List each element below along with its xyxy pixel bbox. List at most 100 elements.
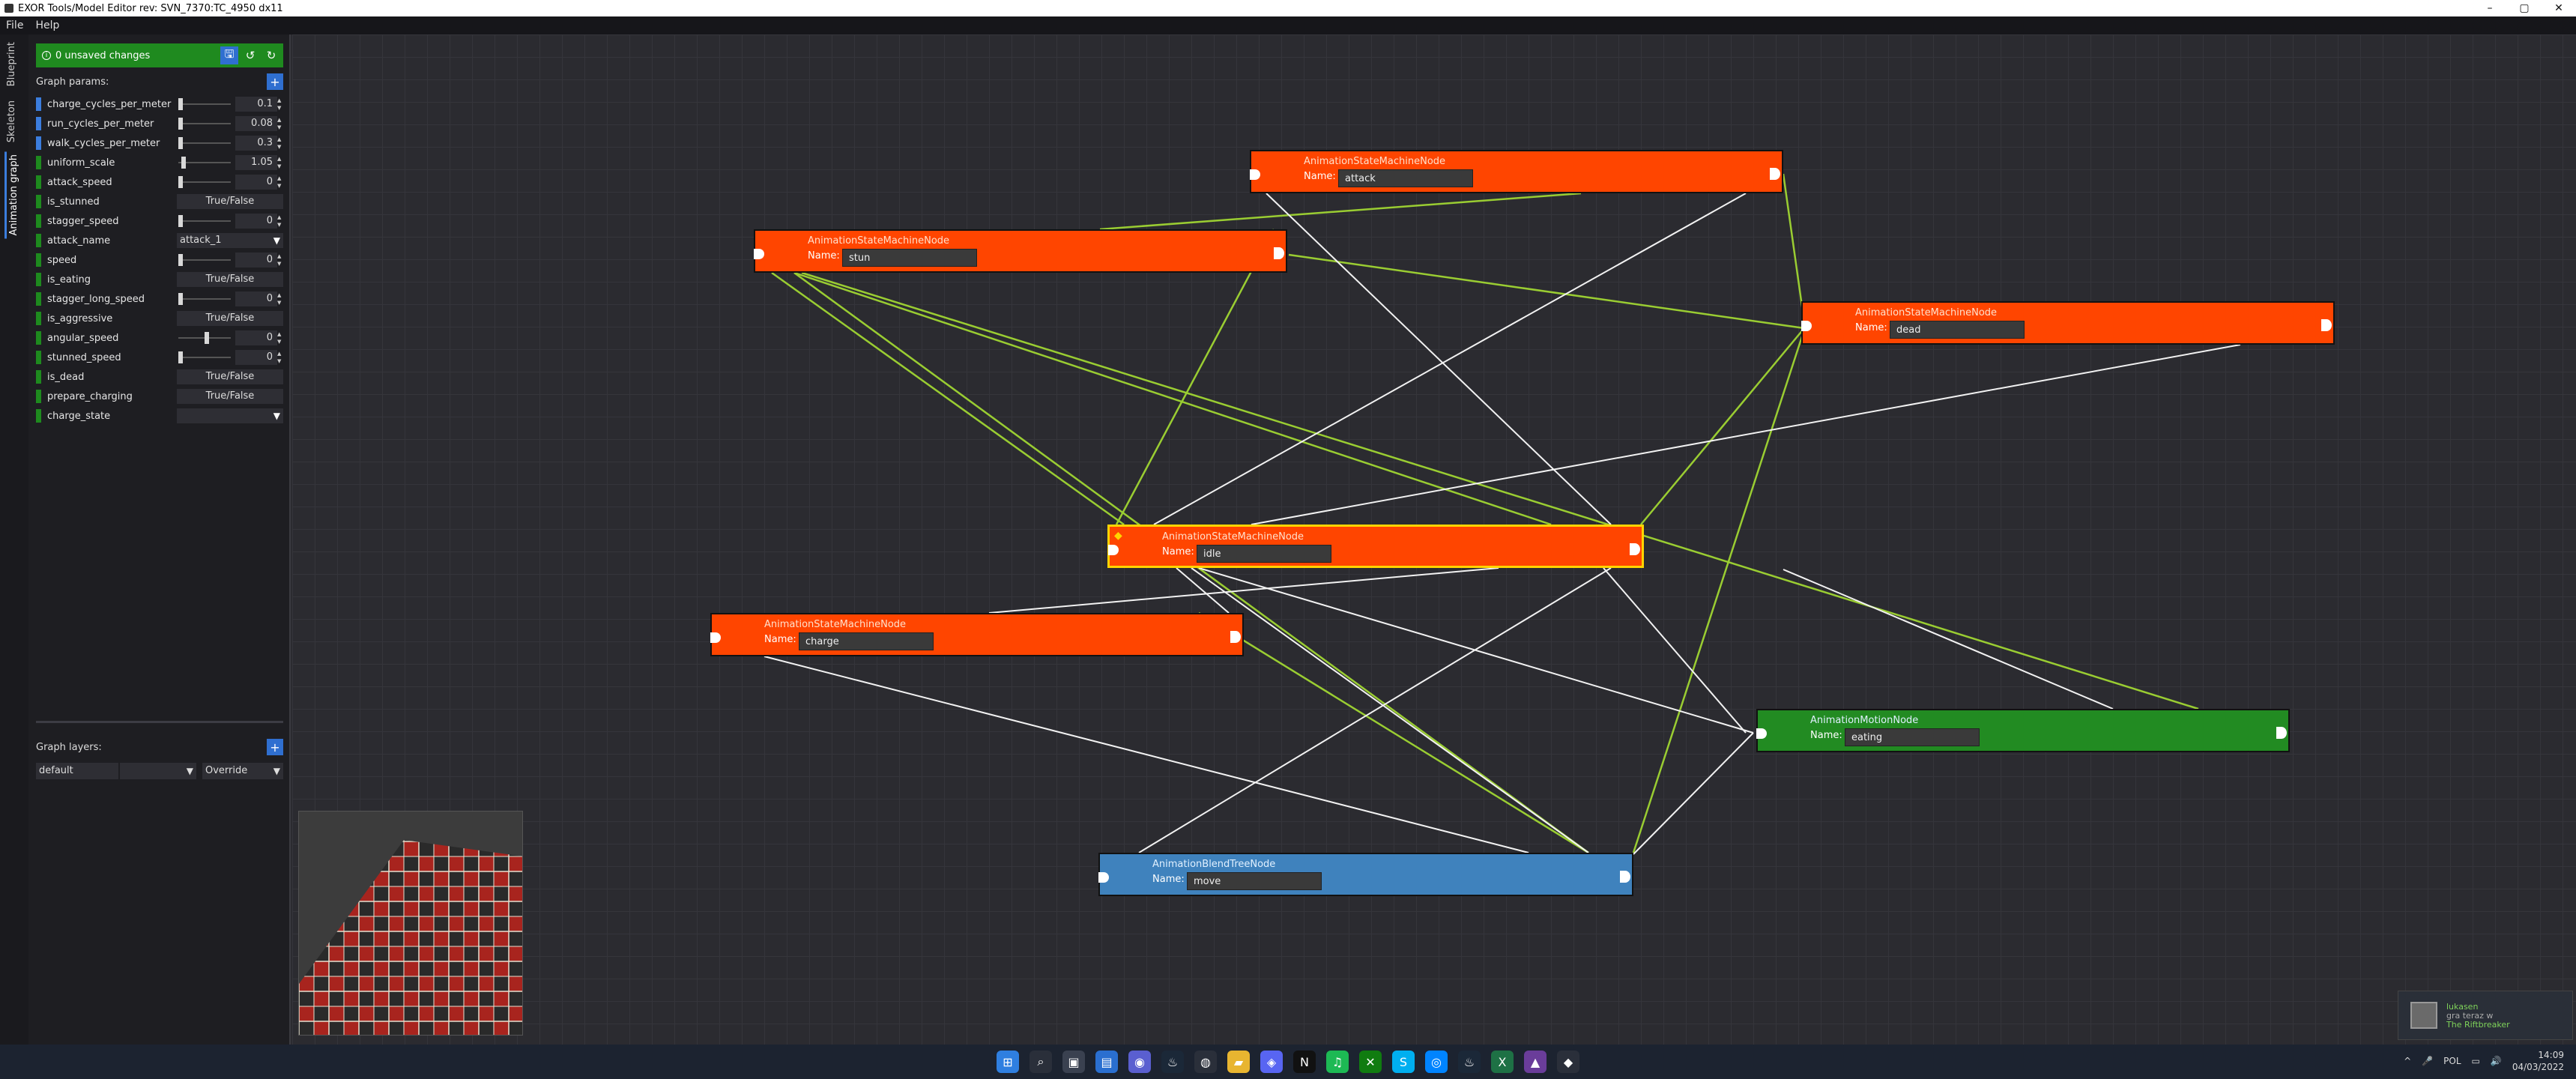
param-value-field[interactable]: 0: [235, 175, 277, 190]
add-layer-button[interactable]: +: [267, 739, 283, 755]
input-pin[interactable]: [1108, 545, 1119, 555]
slider-thumb[interactable]: [205, 332, 209, 344]
slider-thumb[interactable]: [178, 98, 183, 110]
add-param-button[interactable]: +: [267, 73, 283, 90]
slider-thumb[interactable]: [181, 157, 186, 169]
output-pin[interactable]: [2276, 727, 2287, 739]
chrome-icon[interactable]: ◍: [1194, 1051, 1217, 1073]
minimize-button[interactable]: –: [2487, 2, 2493, 14]
param-value-field[interactable]: 1.05: [235, 155, 277, 170]
param-value-field[interactable]: 0.1: [235, 97, 277, 112]
panel-divider[interactable]: [36, 721, 283, 723]
spinner-arrows-icon[interactable]: ▲▼: [277, 214, 282, 228]
xbox-icon[interactable]: ✕: [1359, 1051, 1382, 1073]
input-pin[interactable]: [1250, 169, 1260, 180]
tab-blueprint[interactable]: Blueprint: [6, 42, 17, 87]
input-pin[interactable]: [1756, 728, 1767, 739]
exor-icon[interactable]: ◆: [1557, 1051, 1579, 1073]
param-bool-toggle[interactable]: True/False: [177, 369, 283, 384]
undo-icon[interactable]: ↺: [245, 49, 256, 62]
model-preview-viewport[interactable]: [298, 811, 523, 1036]
network-icon[interactable]: ▭: [2471, 1056, 2480, 1066]
param-slider[interactable]: 0▲▼: [177, 214, 283, 229]
save-icon[interactable]: 🖫: [220, 46, 238, 64]
spinner-arrows-icon[interactable]: ▲▼: [277, 292, 282, 306]
layer-name-input[interactable]: default: [36, 763, 118, 779]
param-value-field[interactable]: 0: [235, 330, 277, 345]
spinner-arrows-icon[interactable]: ▲▼: [277, 253, 282, 267]
node-name-input[interactable]: idle: [1197, 545, 1331, 563]
param-bool-toggle[interactable]: True/False: [177, 194, 283, 209]
search-icon[interactable]: ⌕: [1030, 1051, 1052, 1073]
slider-thumb[interactable]: [178, 176, 183, 188]
param-slider[interactable]: 0.3▲▼: [177, 136, 283, 151]
maximize-button[interactable]: ▢: [2519, 2, 2530, 14]
close-button[interactable]: ✕: [2554, 2, 2563, 14]
input-pin[interactable]: [1098, 872, 1109, 883]
discord-icon[interactable]: ◈: [1260, 1051, 1283, 1073]
output-pin[interactable]: [1274, 247, 1284, 259]
node-name-input[interactable]: move: [1187, 872, 1322, 890]
node-name-input[interactable]: dead: [1890, 321, 2025, 339]
output-pin[interactable]: [1630, 543, 1640, 555]
widgets-icon[interactable]: ▤: [1095, 1051, 1118, 1073]
param-slider[interactable]: 0.1▲▼: [177, 97, 283, 112]
redo-icon[interactable]: ↻: [266, 49, 276, 62]
slider-thumb[interactable]: [178, 254, 183, 266]
node-name-input[interactable]: eating: [1845, 728, 1980, 746]
menu-help[interactable]: Help: [35, 19, 60, 31]
spinner-arrows-icon[interactable]: ▲▼: [277, 331, 282, 345]
input-pin[interactable]: [754, 249, 764, 259]
skype-icon[interactable]: S: [1392, 1051, 1415, 1073]
slider-thumb[interactable]: [178, 137, 183, 149]
slider-thumb[interactable]: [178, 215, 183, 227]
input-pin[interactable]: [710, 632, 721, 643]
param-value-field[interactable]: 0: [235, 214, 277, 229]
param-bool-toggle[interactable]: True/False: [177, 272, 283, 287]
windows-icon[interactable]: ⊞: [997, 1051, 1019, 1073]
param-value-field[interactable]: 0.08: [235, 116, 277, 131]
param-value-field[interactable]: 0: [235, 350, 277, 365]
excel-icon[interactable]: X: [1491, 1051, 1514, 1073]
spinner-arrows-icon[interactable]: ▲▼: [277, 136, 282, 150]
volume-icon[interactable]: 🔊: [2490, 1056, 2502, 1066]
param-slider[interactable]: 1.05▲▼: [177, 155, 283, 170]
node-name-input[interactable]: stun: [842, 249, 977, 267]
slider-thumb[interactable]: [178, 293, 183, 305]
param-value-field[interactable]: 0: [235, 253, 277, 268]
spinner-arrows-icon[interactable]: ▲▼: [277, 156, 282, 169]
layer-selector[interactable]: ▼: [120, 763, 196, 779]
param-slider[interactable]: 0▲▼: [177, 253, 283, 268]
output-pin[interactable]: [2321, 319, 2332, 331]
param-value-field[interactable]: 0: [235, 291, 277, 306]
param-bool-toggle[interactable]: True/False: [177, 311, 283, 326]
param-slider[interactable]: 0▲▼: [177, 291, 283, 306]
param-slider[interactable]: 0.08▲▼: [177, 116, 283, 131]
param-value-field[interactable]: 0.3: [235, 136, 277, 151]
spinner-arrows-icon[interactable]: ▲▼: [277, 175, 282, 189]
input-pin[interactable]: [1801, 321, 1812, 331]
clock[interactable]: 14:09 04/03/2022: [2512, 1049, 2564, 1073]
spinner-arrows-icon[interactable]: ▲▼: [277, 351, 282, 364]
explorer-icon[interactable]: ▰: [1227, 1051, 1250, 1073]
param-slider[interactable]: 0▲▼: [177, 350, 283, 365]
tab-skeleton[interactable]: Skeleton: [6, 100, 17, 143]
output-pin[interactable]: [1770, 168, 1780, 180]
editor-icon[interactable]: ▲: [1524, 1051, 1546, 1073]
taskview-icon[interactable]: ▣: [1062, 1051, 1085, 1073]
param-slider[interactable]: 0▲▼: [177, 330, 283, 345]
netflix-icon[interactable]: N: [1293, 1051, 1316, 1073]
spinner-arrows-icon[interactable]: ▲▼: [277, 117, 282, 130]
steam2-icon[interactable]: ♨: [1458, 1051, 1481, 1073]
tab-animation-graph[interactable]: Animation graph: [4, 151, 21, 239]
param-slider[interactable]: 0▲▼: [177, 175, 283, 190]
param-select[interactable]: ▼: [177, 408, 283, 423]
slider-thumb[interactable]: [178, 118, 183, 130]
messenger-icon[interactable]: ◎: [1425, 1051, 1448, 1073]
